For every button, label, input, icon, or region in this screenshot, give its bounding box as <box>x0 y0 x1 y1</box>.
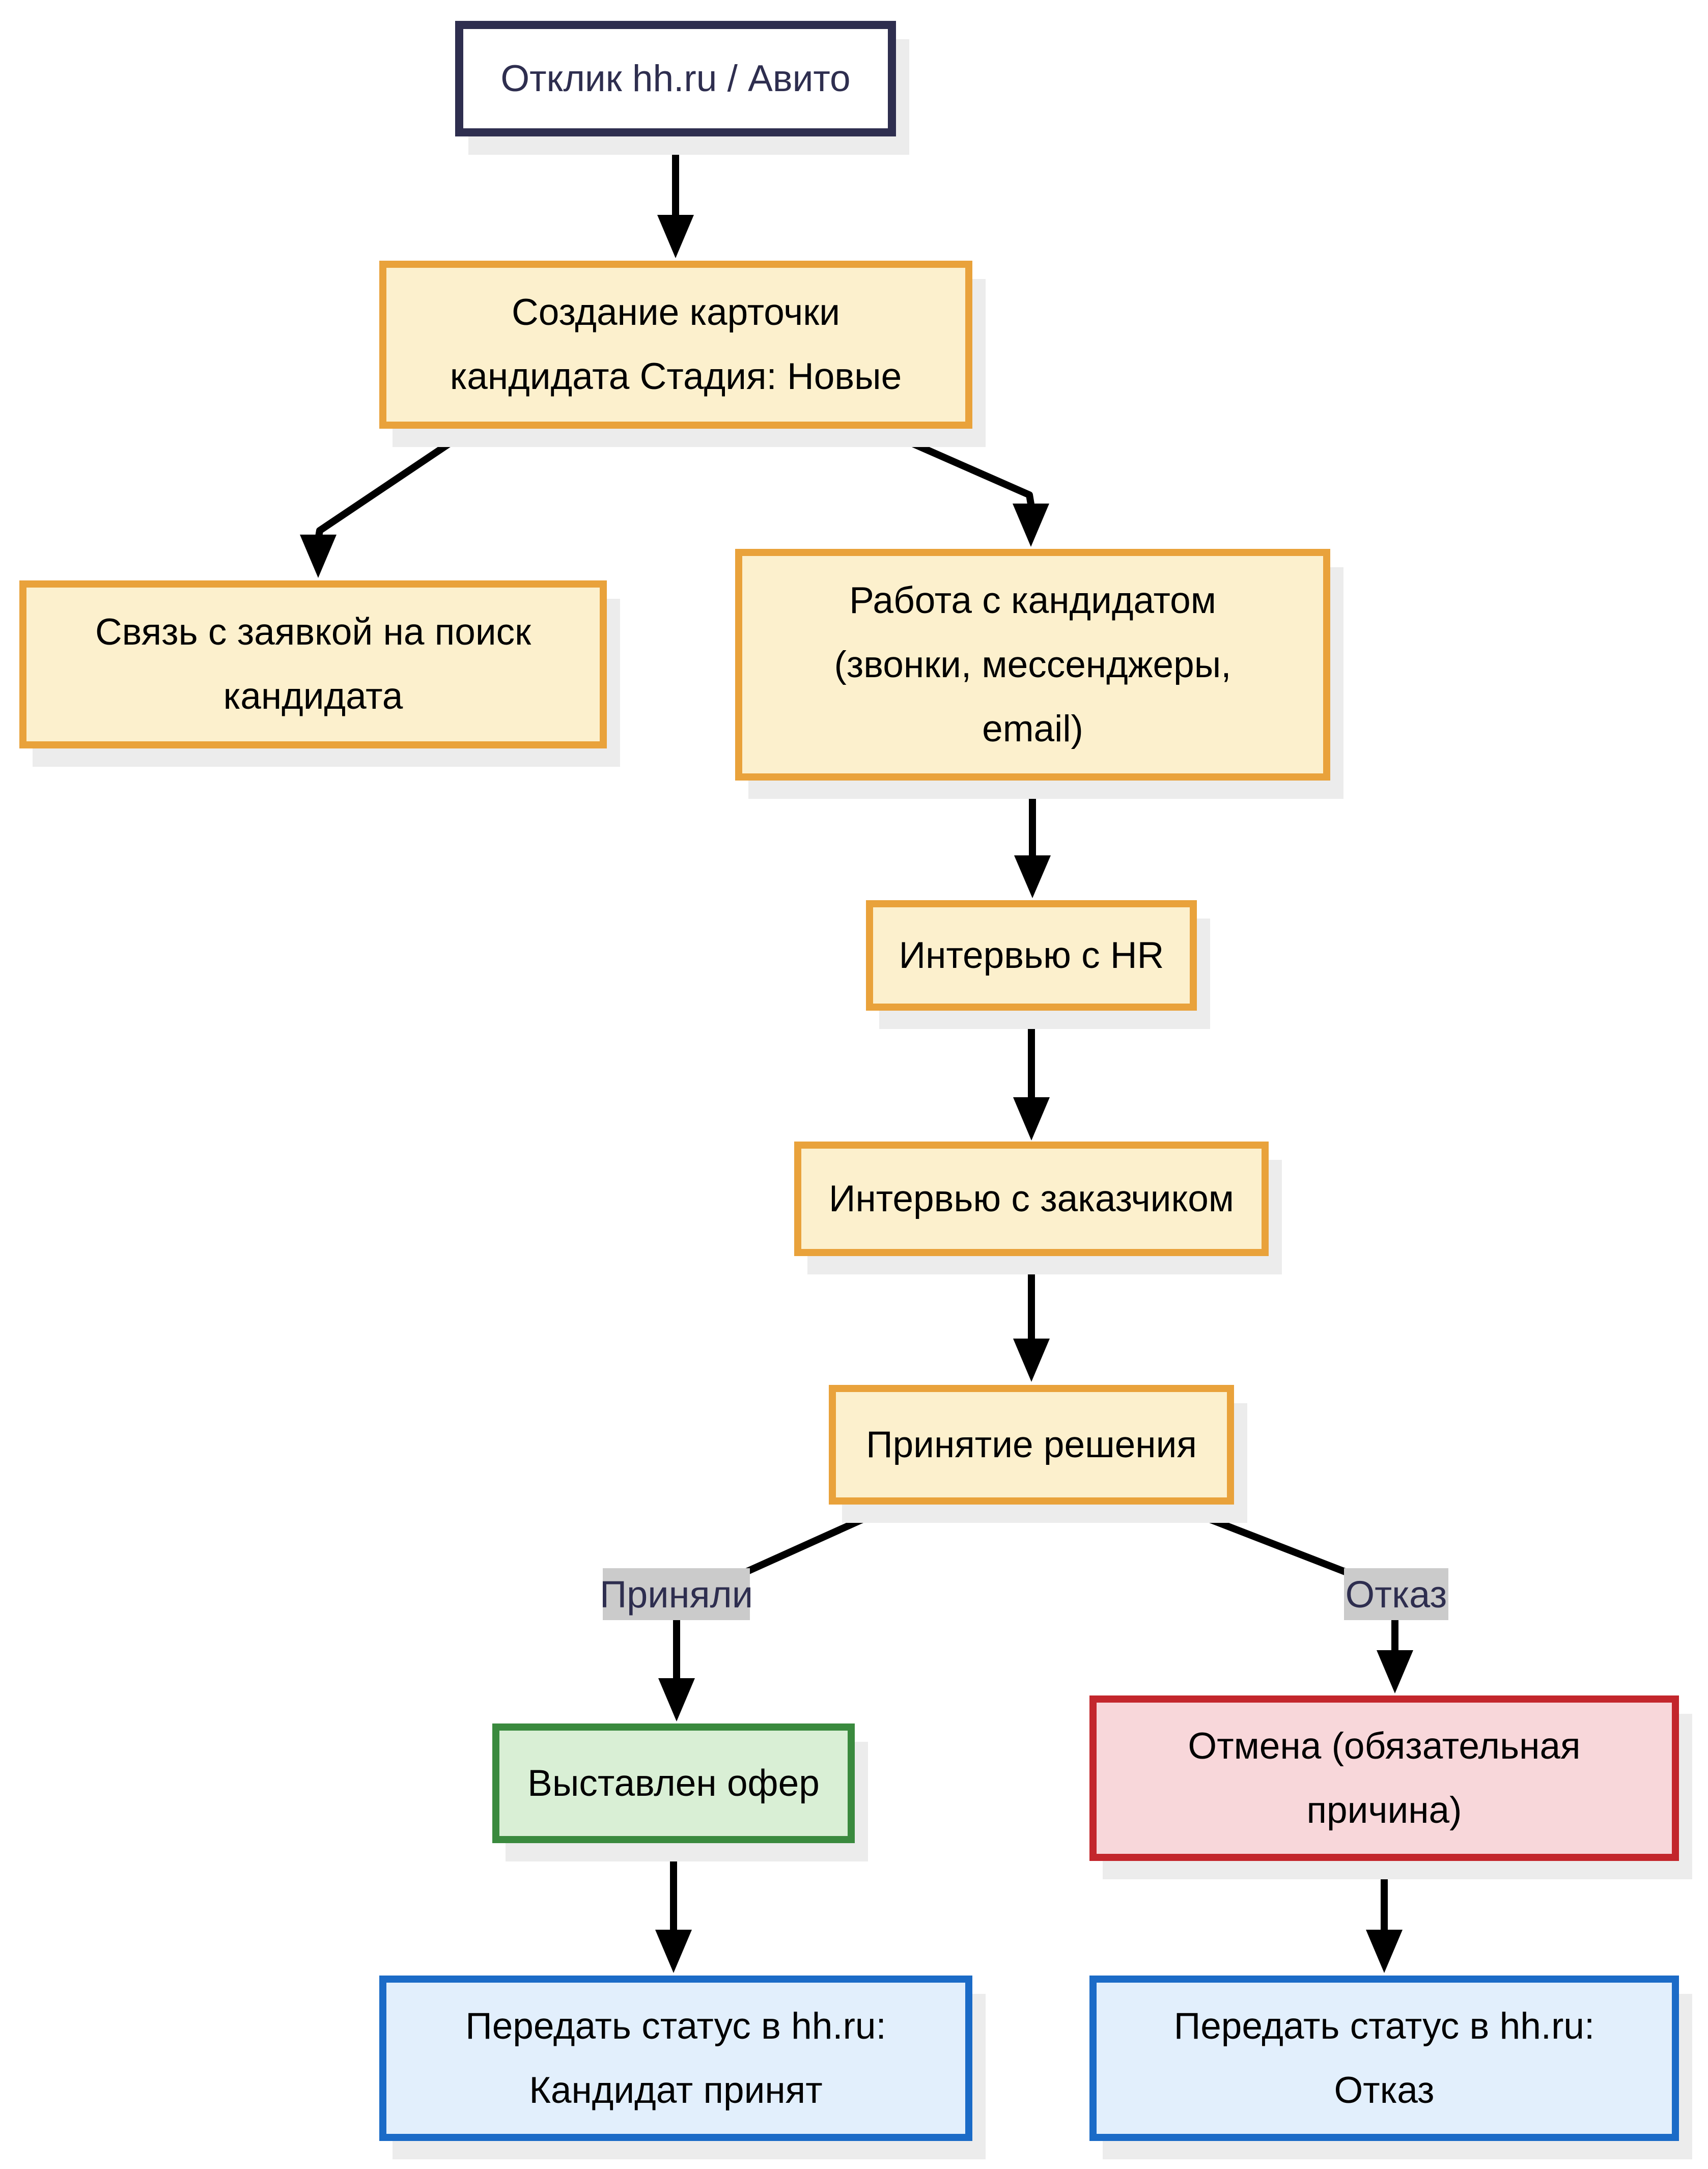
edge-decision-to-rejected-label <box>1175 1503 1353 1578</box>
node-create-card-line1: Создание карточки <box>511 292 841 333</box>
node-interview-hr: Интервью с HR <box>866 900 1197 1011</box>
node-work-candidate-line2: (звонки, мессенджеры, <box>834 644 1231 685</box>
arrowhead-interview-customer <box>1013 1097 1050 1141</box>
arrowhead-work-candidate <box>1013 504 1049 547</box>
node-offer-made: Выставлен офер <box>492 1723 855 1843</box>
node-create-card: Создание карточки кандидата Стадия: Новы… <box>379 261 972 429</box>
arrowhead-offer <box>658 1678 695 1721</box>
node-interview-hr-text: Интервью с HR <box>899 934 1164 976</box>
node-status-rejected-line2: Отказ <box>1334 2069 1435 2111</box>
node-work-with-candidate: Работа с кандидатом (звонки, мессенджеры… <box>735 549 1330 781</box>
node-create-card-line2: кандидата Стадия: Новые <box>450 356 902 397</box>
node-work-candidate-line3: email) <box>982 708 1083 749</box>
node-cancel-with-reason: Отмена (обязательная причина) <box>1089 1695 1679 1861</box>
node-send-status-accepted: Передать статус в hh.ru: Кандидат принят <box>379 1976 972 2141</box>
node-status-accepted-line1: Передать статус в hh.ru: <box>465 2005 886 2047</box>
edge-label-rejected-text: Отказ <box>1345 1573 1447 1616</box>
edge-create-card-to-link-request <box>315 429 469 541</box>
node-link-request-line2: кандидата <box>223 676 403 717</box>
edge-label-accepted-text: Приняли <box>599 1573 753 1616</box>
arrowhead-create-card <box>657 215 694 258</box>
edge-label-rejected: Отказ <box>1344 1568 1448 1620</box>
node-cancel-line2: причина) <box>1306 1789 1462 1831</box>
node-link-request-line1: Связь с заявкой на поиск <box>95 611 531 653</box>
arrowhead-interview-hr <box>1014 855 1051 898</box>
node-interview-customer-text: Интервью с заказчиком <box>828 1178 1234 1219</box>
node-interview-customer: Интервью с заказчиком <box>794 1142 1269 1256</box>
node-status-rejected-line1: Передать статус в hh.ru: <box>1173 2005 1595 2047</box>
node-response-source: Отклик hh.ru / Авито <box>455 21 896 136</box>
edge-create-card-to-work-candidate <box>884 428 1034 505</box>
node-decision: Принятие решения <box>829 1385 1234 1505</box>
node-decision-text: Принятие решения <box>866 1424 1197 1465</box>
node-offer-text: Выставлен офер <box>527 1762 820 1804</box>
node-status-accepted-line2: Кандидат принят <box>529 2069 823 2111</box>
node-link-request: Связь с заявкой на поиск кандидата <box>19 580 607 748</box>
node-work-candidate-line1: Работа с кандидатом <box>849 579 1216 621</box>
node-send-status-rejected: Передать статус в hh.ru: Отказ <box>1089 1976 1679 2141</box>
arrowhead-decision <box>1013 1339 1050 1382</box>
arrowhead-cancel <box>1377 1650 1413 1693</box>
node-response-text: Отклик hh.ru / Авито <box>500 58 851 99</box>
arrowhead-status-rejected <box>1366 1930 1403 1973</box>
edge-label-accepted: Приняли <box>599 1568 753 1620</box>
arrowhead-link-request <box>300 535 337 578</box>
edge-decision-to-accepted-label <box>739 1503 892 1578</box>
node-cancel-line1: Отмена (обязательная <box>1188 1725 1581 1767</box>
arrowhead-status-accepted <box>655 1930 692 1973</box>
